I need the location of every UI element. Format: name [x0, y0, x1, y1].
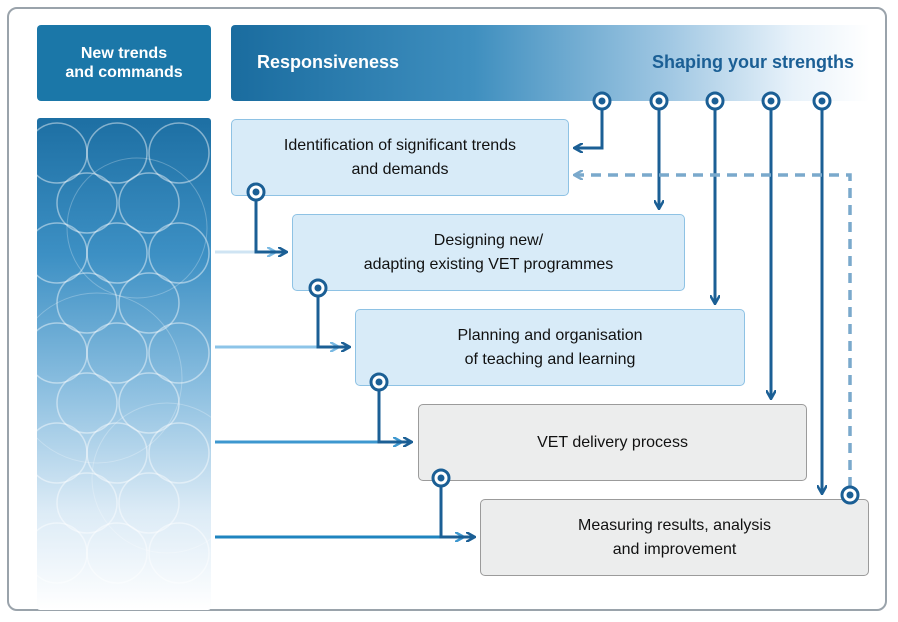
decorative-circles [37, 122, 211, 584]
arrow-right-icon [254, 192, 286, 252]
input-arrows [215, 252, 463, 537]
top-banner [231, 25, 870, 101]
step-identification: Identification of significant trends and… [231, 119, 569, 196]
step-delivery-line1: VET delivery process [537, 433, 688, 451]
step-planning-line1: Planning and organisation [457, 326, 643, 344]
step-measuring: Measuring results, analysis and improvem… [480, 499, 869, 576]
feedback-loop-arrow [575, 175, 852, 487]
step-designing-line1: Designing new/ [433, 231, 544, 249]
step-measuring-line2: and improvement [612, 540, 737, 558]
left-header: New trends and commands [37, 25, 211, 101]
step-measuring-line1: Measuring results, analysis [578, 516, 771, 534]
left-header-line2: and commands [65, 64, 183, 81]
step-connectors [254, 192, 474, 537]
node-circle-centers [252, 97, 854, 499]
step-designing: Designing new/ adapting existing VET pro… [292, 214, 685, 291]
arrow-right-icon [377, 382, 411, 442]
responsiveness-label: Responsiveness [257, 52, 400, 72]
left-decorative-column [37, 118, 211, 610]
top-arrows [575, 100, 822, 493]
arrow-right-icon [439, 478, 474, 537]
step-identification-line2: and demands [351, 160, 449, 178]
step-designing-line2: adapting existing VET programmes [363, 255, 614, 273]
left-header-line1: New trends [80, 45, 168, 62]
step-planning: Planning and organisation of teaching an… [355, 309, 745, 386]
arrow-right-icon [316, 288, 349, 347]
shaping-label: Shaping your strengths [651, 52, 854, 72]
step-delivery: VET delivery process [418, 404, 807, 481]
step-identification-line1: Identification of significant trends [283, 136, 517, 154]
arrow-left-icon [575, 100, 604, 148]
step-planning-line2: of teaching and learning [464, 350, 636, 368]
